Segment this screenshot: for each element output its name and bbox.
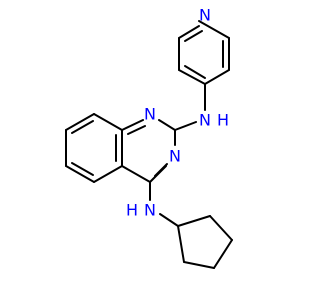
atom-h-amine-bottom: H [126,201,138,220]
bond [204,69,230,85]
atom-n-amine-bottom: N [144,201,156,220]
bond [184,30,203,42]
bond [184,65,206,79]
bond [198,20,230,39]
benzene-ring [65,113,123,183]
bond [121,119,144,131]
bond [174,121,197,131]
bond [121,165,151,183]
atom-n-amine-top: N [199,111,211,130]
pyridine-ring [178,20,230,85]
bond [183,261,215,269]
atom-labels: N N H N N N H [126,6,229,220]
bond [154,163,168,177]
bond [93,113,123,131]
molecule-drawing: N N H N N N H [65,6,233,269]
bond [178,25,200,39]
bond [71,120,94,134]
pyrimidine-ring [121,119,176,183]
bond [65,113,95,131]
atom-h-amine-top: H [217,111,229,130]
bond [209,215,233,241]
bond [65,165,95,183]
bond [213,239,233,269]
atom-n-ring-top: N [144,105,156,124]
atom-n-ring-bottom: N [169,147,181,166]
bond [159,213,179,227]
bond [71,162,94,176]
molecule-canvas: N N H N N N H [65,6,233,269]
atom-n-pyridine: N [199,6,211,25]
bond [158,119,176,131]
bond [127,125,146,135]
bond [177,215,211,227]
bond [178,69,206,85]
bond [93,165,123,183]
bond [177,225,185,263]
cyclopentane-ring [177,215,233,269]
